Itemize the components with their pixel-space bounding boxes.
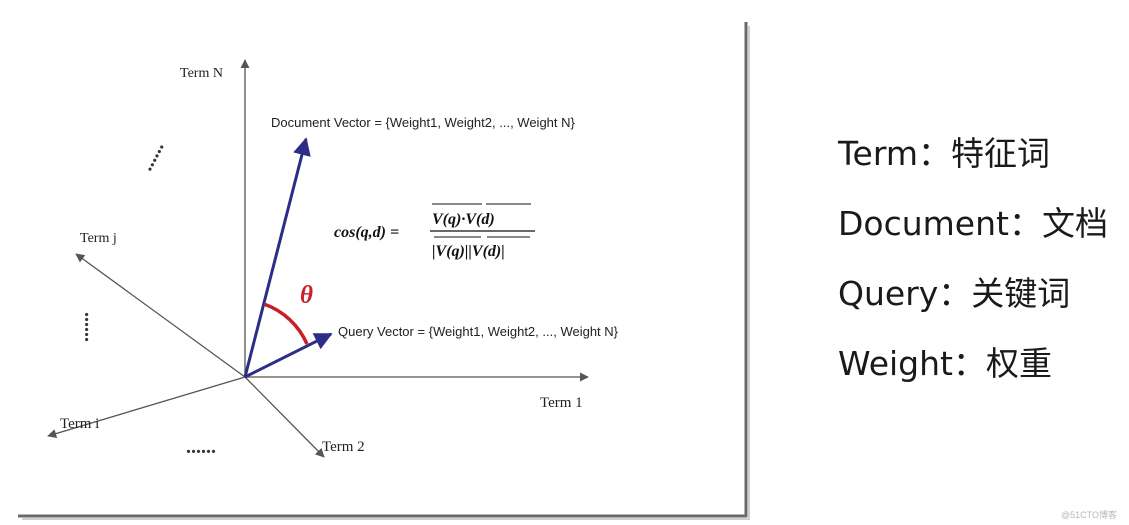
query-vector-arrow (244, 332, 333, 379)
axis-term-i (47, 376, 246, 439)
glossary-row-term: Term：特征词 (838, 134, 1128, 174)
glossary-term: Term (838, 134, 918, 173)
axis-label-term-n: Term N (180, 66, 223, 81)
query-vector-label: Query Vector = {Weight1, Weight2, ..., W… (338, 324, 619, 339)
glossary-row-weight: Weight：权重 (838, 344, 1128, 384)
slide-frame (18, 22, 750, 520)
glossary-term: Query (838, 274, 939, 313)
glossary-separator: ： (952, 344, 986, 383)
glossary-separator: ： (1008, 204, 1042, 243)
ellipsis-horizontal: ...... (186, 436, 216, 458)
axis-term-2 (244, 376, 325, 458)
document-vector-arrow (243, 137, 311, 378)
formula-numerator: V(q)·V(d) (432, 211, 495, 228)
axes (47, 59, 589, 458)
axis-term-j (75, 253, 246, 378)
glossary-separator: ： (918, 134, 951, 173)
watermark: @51CTO博客 (1061, 510, 1117, 520)
glossary: Term：特征词 Document：文档 Query：关键词 Weight：权重 (838, 134, 1128, 414)
axis-label-term-i: Term i (60, 416, 99, 432)
diagram-panel: θ Term N Term j Term i Term 1 Term 2 Doc… (18, 22, 750, 520)
glossary-separator: ： (938, 274, 972, 313)
glossary-meaning: 特征词 (951, 134, 1050, 173)
axis-label-term-1: Term 1 (540, 395, 583, 411)
formula-lhs: cos(q,d) = (334, 224, 399, 241)
angle-theta-label: θ (300, 282, 313, 309)
cosine-formula: cos(q,d) = V(q)·V(d) |V(q)||V(d)| (334, 203, 535, 260)
vector-space-diagram: θ Term N Term j Term i Term 1 Term 2 Doc… (18, 22, 750, 520)
angle-arc (263, 302, 309, 345)
glossary-row-document: Document：文档 (838, 204, 1128, 244)
glossary-meaning: 文档 (1041, 204, 1108, 243)
document-vector-label: Document Vector = {Weight1, Weight2, ...… (271, 115, 576, 130)
glossary-term: Document (838, 204, 1009, 243)
axis-label-term-j: Term j (80, 231, 117, 246)
formula-denominator: |V(q)||V(d)| (432, 243, 505, 260)
ellipsis-vertical: ...... (80, 312, 102, 342)
glossary-meaning: 权重 (985, 344, 1052, 383)
glossary-term: Weight (838, 344, 953, 383)
axis-label-term-2: Term 2 (322, 439, 365, 455)
glossary-row-query: Query：关键词 (838, 274, 1128, 314)
ellipsis-diagonal: ...... (135, 138, 169, 175)
glossary-meaning: 关键词 (971, 274, 1071, 313)
